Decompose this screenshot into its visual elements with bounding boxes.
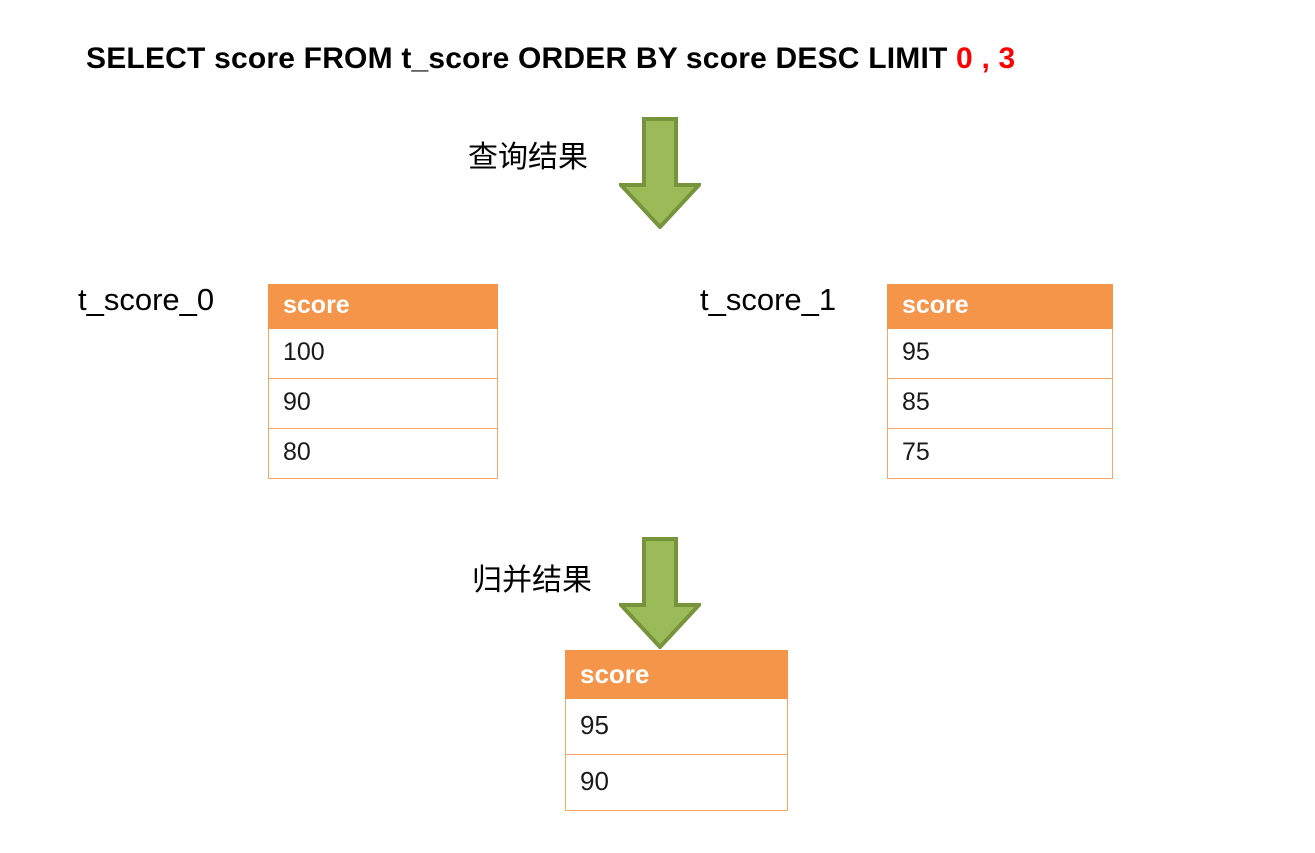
cell-score: 85 — [887, 378, 1113, 429]
table-row: 90 — [565, 754, 788, 811]
table-label-t-score-1: t_score_1 — [700, 282, 837, 317]
table-row: 90 — [268, 378, 498, 429]
cell-score: 100 — [268, 328, 498, 379]
cell-score: 90 — [565, 754, 788, 811]
table-row: 75 — [887, 428, 1113, 479]
cell-score: 95 — [887, 328, 1113, 379]
table-t-score-0: score 100 90 80 — [268, 284, 498, 479]
cell-score: 95 — [565, 698, 788, 755]
column-header-score: score — [887, 284, 1113, 329]
limit-offset-value: 0 — [956, 42, 973, 75]
query-result-label: 查询结果 — [468, 140, 588, 175]
down-arrow-icon-query — [619, 117, 701, 229]
table-row: 85 — [887, 378, 1113, 429]
table-row: 100 — [268, 328, 498, 379]
table-header-row: score — [268, 284, 498, 329]
sql-query-text: SELECT score FROM t_score ORDER BY score… — [86, 42, 957, 75]
cell-score: 80 — [268, 428, 498, 479]
table-row: 80 — [268, 428, 498, 479]
table-merged-result: score 95 90 — [565, 650, 788, 811]
column-header-score: score — [268, 284, 498, 329]
table-row: 95 — [565, 698, 788, 755]
table-row: 95 — [887, 328, 1113, 379]
column-header-score: score — [565, 650, 788, 699]
cell-score: 90 — [268, 378, 498, 429]
down-arrow-icon-merge — [619, 537, 701, 649]
sql-query-title: SELECT score FROM t_score ORDER BY score… — [86, 42, 1015, 76]
table-header-row: score — [565, 650, 788, 699]
cell-score: 75 — [887, 428, 1113, 479]
limit-count-value: 3 — [998, 42, 1016, 75]
table-t-score-1: score 95 85 75 — [887, 284, 1113, 479]
table-label-t-score-0: t_score_0 — [78, 282, 215, 317]
limit-separator: , — [972, 42, 999, 75]
table-header-row: score — [887, 284, 1113, 329]
merge-result-label: 归并结果 — [472, 563, 592, 598]
